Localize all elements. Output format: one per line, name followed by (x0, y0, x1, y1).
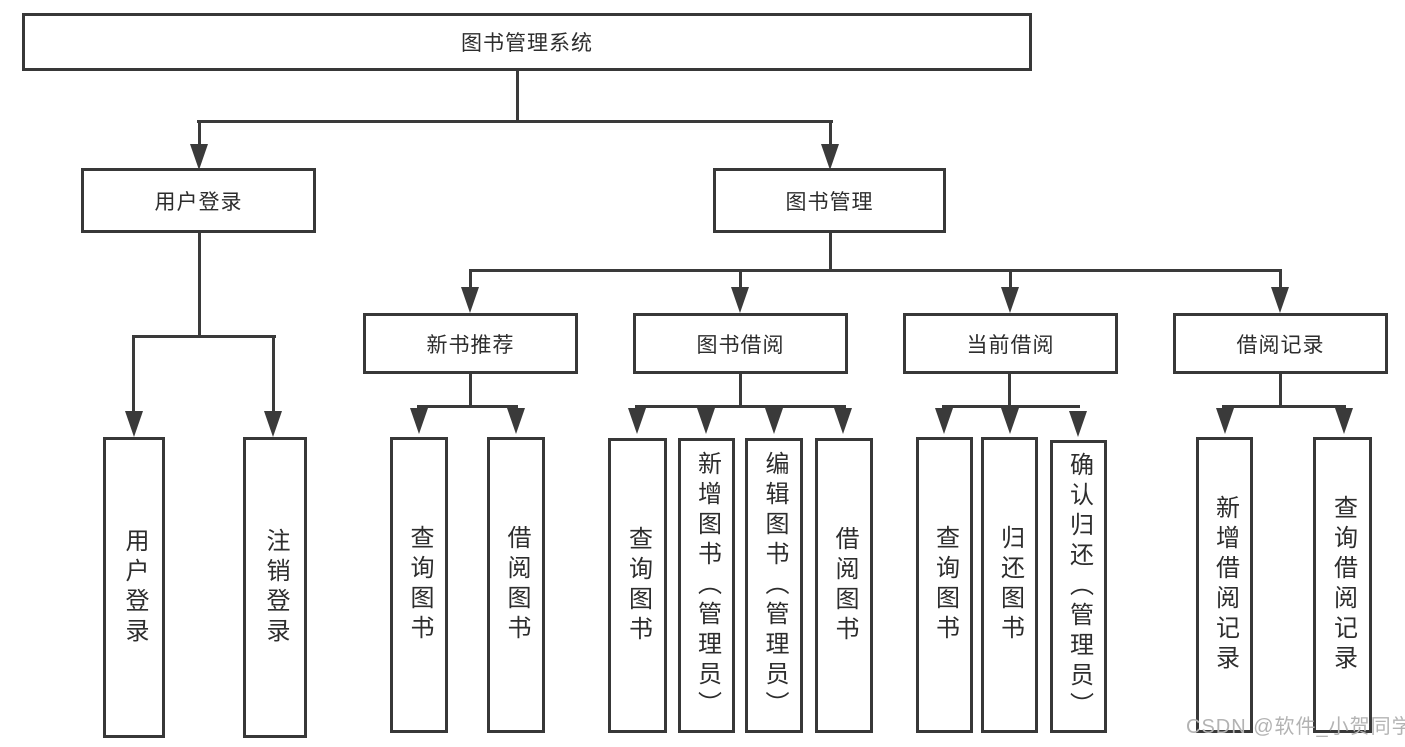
leaf-label: 用户登录 (121, 527, 148, 648)
node-root: 图书管理系统 (22, 13, 1032, 71)
leaf-label: 查询借阅记录 (1329, 495, 1357, 675)
arrow-down-icon (731, 287, 749, 313)
arrow-down-icon (697, 408, 715, 434)
connector-line (1222, 405, 1346, 408)
connector-line (1009, 269, 1012, 291)
connector-line (469, 269, 472, 291)
connector-line (829, 120, 832, 148)
leaf-label: 编辑图书（管理员） (761, 450, 788, 721)
leaf-label: 归还图书 (996, 525, 1024, 645)
leaf-label: 确认归还（管理员） (1065, 451, 1093, 722)
node-borrowing-records: 借阅记录 (1173, 313, 1388, 374)
connector-line (739, 374, 742, 408)
leaf-label: 新增图书（管理员） (693, 450, 721, 721)
arrow-down-icon (264, 411, 282, 437)
connector-line (739, 269, 742, 291)
arrow-down-icon (1271, 287, 1289, 313)
arrow-down-icon (821, 144, 839, 170)
connector-line (198, 120, 201, 148)
connector-line (1279, 374, 1282, 408)
leaf-logout: 注销登录 (243, 437, 307, 738)
arrow-down-icon (410, 408, 428, 434)
arrow-down-icon (1069, 411, 1087, 437)
connector-line (132, 335, 135, 413)
leaf-user-login: 用户登录 (103, 437, 165, 738)
node-current-borrowing: 当前借阅 (903, 313, 1118, 374)
arrow-down-icon (125, 411, 143, 437)
connector-line (469, 374, 472, 408)
arrow-down-icon (507, 408, 525, 434)
leaf-label: 查询图书 (406, 525, 433, 645)
connector-line (516, 71, 519, 123)
arrow-down-icon (461, 287, 479, 313)
arrow-down-icon (1001, 287, 1019, 313)
leaf-label: 新增借阅记录 (1211, 495, 1239, 675)
leaf-return-books: 归还图书 (981, 437, 1038, 733)
connector-line (635, 405, 846, 408)
leaf-label: 借阅图书 (831, 525, 858, 646)
arrow-down-icon (1335, 408, 1353, 434)
arrow-down-icon (834, 408, 852, 434)
leaf-query-books-1: 查询图书 (390, 437, 448, 733)
leaf-edit-books-admin: 编辑图书（管理员） (745, 438, 803, 733)
connector-line (198, 233, 201, 338)
connector-line (197, 120, 833, 123)
leaf-label: 借阅图书 (503, 525, 530, 645)
connector-line (942, 405, 1080, 408)
connector-line (132, 335, 276, 338)
arrow-down-icon (1216, 408, 1234, 434)
watermark: CSDN @软件_小贺同学 (1186, 716, 1405, 738)
leaf-confirm-return-admin: 确认归还（管理员） (1050, 440, 1107, 733)
arrow-down-icon (765, 408, 783, 434)
connector-line (829, 233, 832, 272)
leaf-query-books-2: 查询图书 (608, 438, 667, 733)
connector-line (417, 405, 518, 408)
connector-line (469, 269, 1282, 272)
connector-line (1279, 269, 1282, 291)
leaf-label: 注销登录 (262, 527, 289, 648)
node-new-book-recommend: 新书推荐 (363, 313, 578, 374)
leaf-borrow-books-2: 借阅图书 (815, 438, 873, 733)
connector-line (272, 335, 275, 413)
leaf-label: 查询图书 (931, 525, 959, 645)
arrow-down-icon (935, 408, 953, 434)
node-book-borrowing: 图书借阅 (633, 313, 848, 374)
leaf-borrow-books-1: 借阅图书 (487, 437, 545, 733)
connector-line (1008, 374, 1011, 408)
node-book-management: 图书管理 (713, 168, 946, 233)
leaf-query-books-3: 查询图书 (916, 437, 973, 733)
arrow-down-icon (190, 144, 208, 170)
leaf-add-books-admin: 新增图书（管理员） (678, 438, 735, 733)
arrow-down-icon (1001, 408, 1019, 434)
leaf-add-borrow-record: 新增借阅记录 (1196, 437, 1253, 733)
arrow-down-icon (628, 408, 646, 434)
node-user-login: 用户登录 (81, 168, 316, 233)
leaf-query-borrow-record: 查询借阅记录 (1313, 437, 1372, 733)
leaf-label: 查询图书 (624, 525, 652, 646)
